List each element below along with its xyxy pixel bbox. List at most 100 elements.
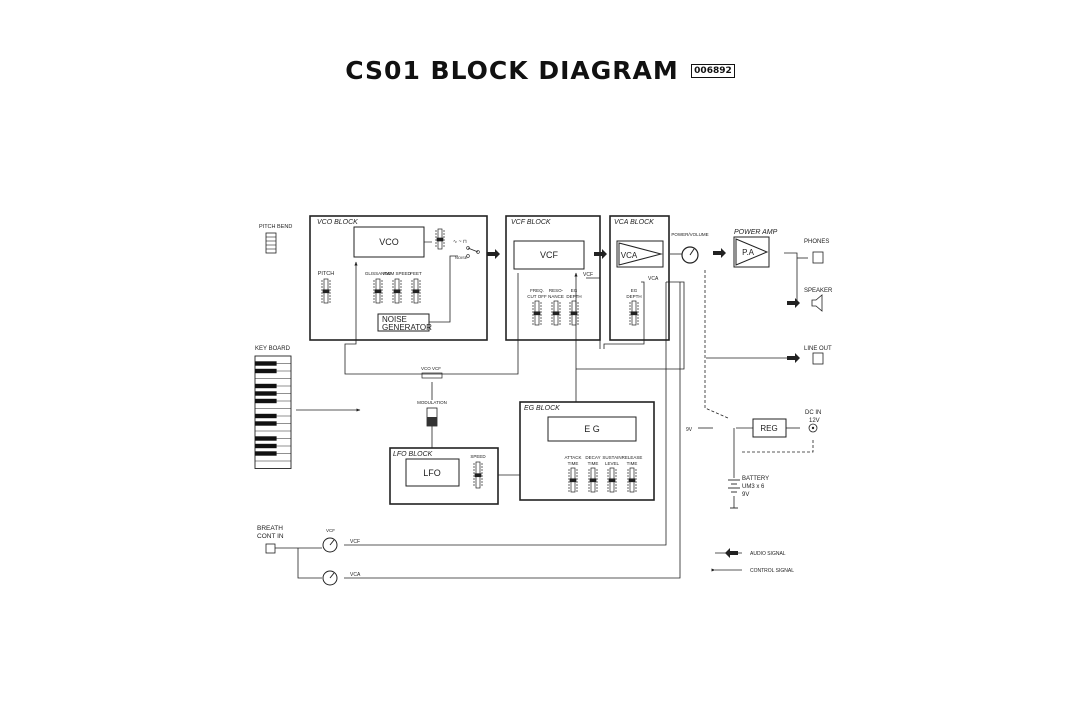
pitch-slider[interactable]: [321, 278, 331, 304]
power-volume-label: POWER/VOLUME: [671, 232, 708, 237]
legend-control-label: CONTROL SIGNAL: [750, 568, 794, 574]
lfo-box: [405, 458, 460, 487]
vca-box: [616, 240, 664, 268]
vca-line-label: VCA: [350, 572, 361, 578]
vco-label: VCO: [379, 237, 399, 247]
vca-signal-label: VCA: [648, 276, 659, 282]
page-title: CS01 BLOCK DIAGRAM: [345, 56, 679, 85]
keyboard[interactable]: [254, 355, 292, 469]
battery-label-2: UM3 x 6: [742, 484, 765, 490]
mod-destination-switch[interactable]: [421, 372, 443, 379]
part-number-badge: 006892: [691, 63, 735, 78]
eg-decay-slider[interactable]: [588, 467, 598, 493]
breath-label-1: BREATH: [257, 525, 283, 532]
vco-block-frame: [309, 215, 488, 341]
vcf-label: VCF: [540, 250, 559, 260]
dc-in-label-2: 12V: [809, 418, 820, 424]
vca-label: VCA: [621, 251, 638, 260]
noise-generator-box: [377, 313, 430, 332]
audio-arrow-lineout: [787, 353, 800, 363]
lfo-label: LFO: [423, 468, 441, 478]
eg-attack-label-1: ATTACK: [564, 455, 581, 460]
pa-box: [733, 236, 770, 268]
legend-audio-label: AUDIO SIGNAL: [750, 551, 786, 557]
eg-block-title: EG BLOCK: [524, 405, 560, 412]
lfo-speed-label: SPEED: [470, 454, 486, 459]
noise-label-2: GENERATOR: [382, 323, 432, 332]
pitch-slider-label: PITCH: [318, 271, 335, 277]
mod-switch-label: VCO VCF: [421, 366, 441, 371]
vcf-cutoff-slider[interactable]: [532, 300, 542, 326]
vcf-line-label: VCF: [350, 539, 360, 545]
breath-label-2: CONT IN: [257, 533, 284, 540]
battery-label-3: 9V: [742, 492, 749, 498]
glissando-slider[interactable]: [373, 278, 383, 304]
pa-amp-triangle: [735, 238, 769, 266]
speaker-icon: [811, 294, 823, 312]
vcf-resonance-label-2: NANCE: [548, 294, 564, 299]
vca-egdepth-label-1: EG: [631, 288, 638, 293]
vca-breath-knob[interactable]: [322, 570, 338, 586]
audio-arrow-speaker: [787, 298, 800, 308]
vcf-resonance-slider[interactable]: [551, 300, 561, 326]
feet-slider[interactable]: [411, 278, 421, 304]
eg-release-slider[interactable]: [627, 467, 637, 493]
vcf-egdepth-slider[interactable]: [569, 300, 579, 326]
eg-release-label-2: TIME: [627, 461, 638, 466]
lfo-block-title: LFO BLOCK: [393, 451, 433, 458]
audio-arrow-pa: [713, 248, 726, 258]
dc-in-jack[interactable]: [808, 423, 818, 433]
lfo-speed-slider[interactable]: [473, 461, 483, 489]
speaker-label: SPEAKER: [804, 288, 833, 294]
breath-jack[interactable]: [265, 543, 276, 554]
eg-block-frame: [519, 401, 655, 501]
vcf-breath-knob[interactable]: [322, 537, 338, 553]
noise-switch-label: NOISE: [455, 255, 468, 260]
vca-egdepth-slider[interactable]: [629, 300, 639, 326]
vco-block-title: VCO BLOCK: [317, 219, 358, 226]
vcf-egdepth-label-1: EG: [571, 288, 578, 293]
pwm-speed-slider[interactable]: [392, 278, 402, 304]
waveform-switch-label: ∿ ~ ⊓: [453, 239, 467, 245]
eg-box: [547, 416, 637, 442]
vcf-cutoff-label-2: CUT OFF: [527, 294, 547, 299]
line-out-jack[interactable]: [812, 352, 824, 365]
glissando-slider-label: GLISSANDO: [365, 271, 392, 276]
eg-attack-label-2: TIME: [568, 461, 579, 466]
power-volume-knob[interactable]: [681, 246, 699, 264]
vcf-cutoff-label-1: FREQ.: [530, 288, 544, 293]
vcf-block-frame: [505, 215, 601, 341]
battery-label-1: BATTERY: [742, 476, 769, 482]
vca-egdepth-label-2: DEPTH: [626, 294, 641, 299]
pa-label: P.A: [742, 248, 755, 257]
vcf-knob-label: VCF: [326, 528, 335, 533]
audio-arrow-vco: [487, 249, 500, 259]
eg-sustain-slider[interactable]: [607, 467, 617, 493]
pitch-bend-wheel[interactable]: [265, 232, 277, 254]
lfo-block-frame: [389, 447, 499, 505]
audio-arrow-vcf: [594, 249, 607, 259]
pwm-speed-slider-label: PWM SPEED: [383, 271, 411, 276]
phones-label: PHONES: [804, 239, 829, 245]
vcf-signal-label: VCF: [583, 272, 593, 278]
reg-label: REG: [760, 424, 777, 433]
eg-decay-label-2: TIME: [588, 461, 599, 466]
vca-block-title: VCA BLOCK: [614, 219, 654, 226]
dc-in-label-1: DC IN: [805, 410, 821, 416]
vcf-block-title: VCF BLOCK: [511, 219, 551, 226]
vcf-egdepth-label-2: DEPTH: [566, 294, 581, 299]
pitch-bend-label: PITCH BEND: [259, 224, 292, 230]
eg-label: E G: [584, 424, 600, 434]
eg-release-label-1: RELEASE: [622, 455, 643, 460]
vcf-resonance-label-1: RESO-: [549, 288, 564, 293]
eg-attack-slider[interactable]: [568, 467, 578, 493]
vca-block-frame: [609, 215, 670, 341]
nine-v-label: 9V: [686, 427, 693, 433]
vca-amp-triangle: [618, 242, 663, 266]
line-out-label: LINE OUT: [804, 346, 832, 352]
feet-slider-label: FEET: [410, 271, 422, 276]
vco-output-slider[interactable]: [435, 228, 445, 250]
eg-sustain-label-2: LEVEL: [605, 461, 620, 466]
phones-jack[interactable]: [812, 251, 824, 264]
